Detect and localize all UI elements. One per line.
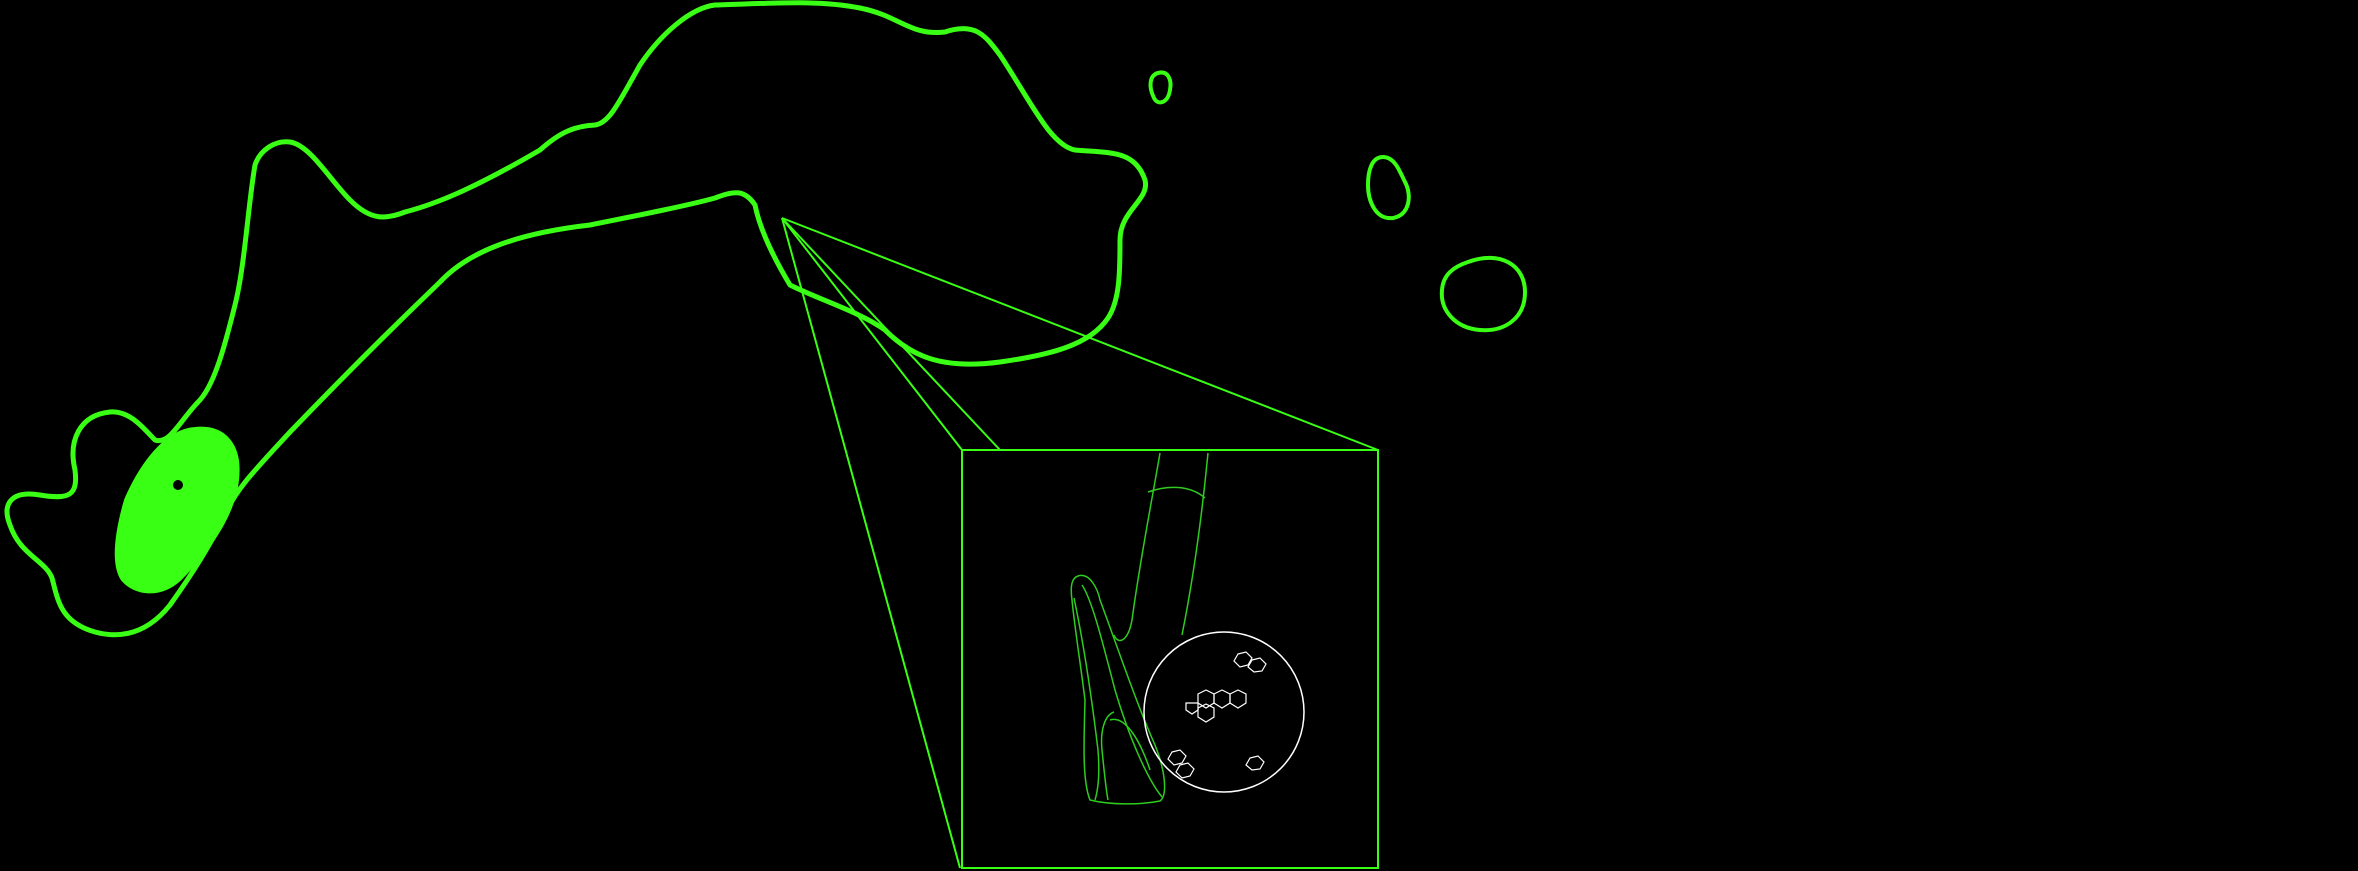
nucleus [114,426,240,594]
nucleolus-dot [173,480,183,490]
round-vesicle [1439,255,1528,333]
molecule-structures [1167,651,1267,779]
zoom-lines [781,217,1379,869]
small-vesicle [1148,70,1173,105]
inset-elongated-structure [1070,574,1166,805]
medium-vesicle [1365,154,1411,221]
inset-stalk [1113,452,1209,642]
inset-circle [1143,631,1305,793]
inset-box [961,449,1379,869]
